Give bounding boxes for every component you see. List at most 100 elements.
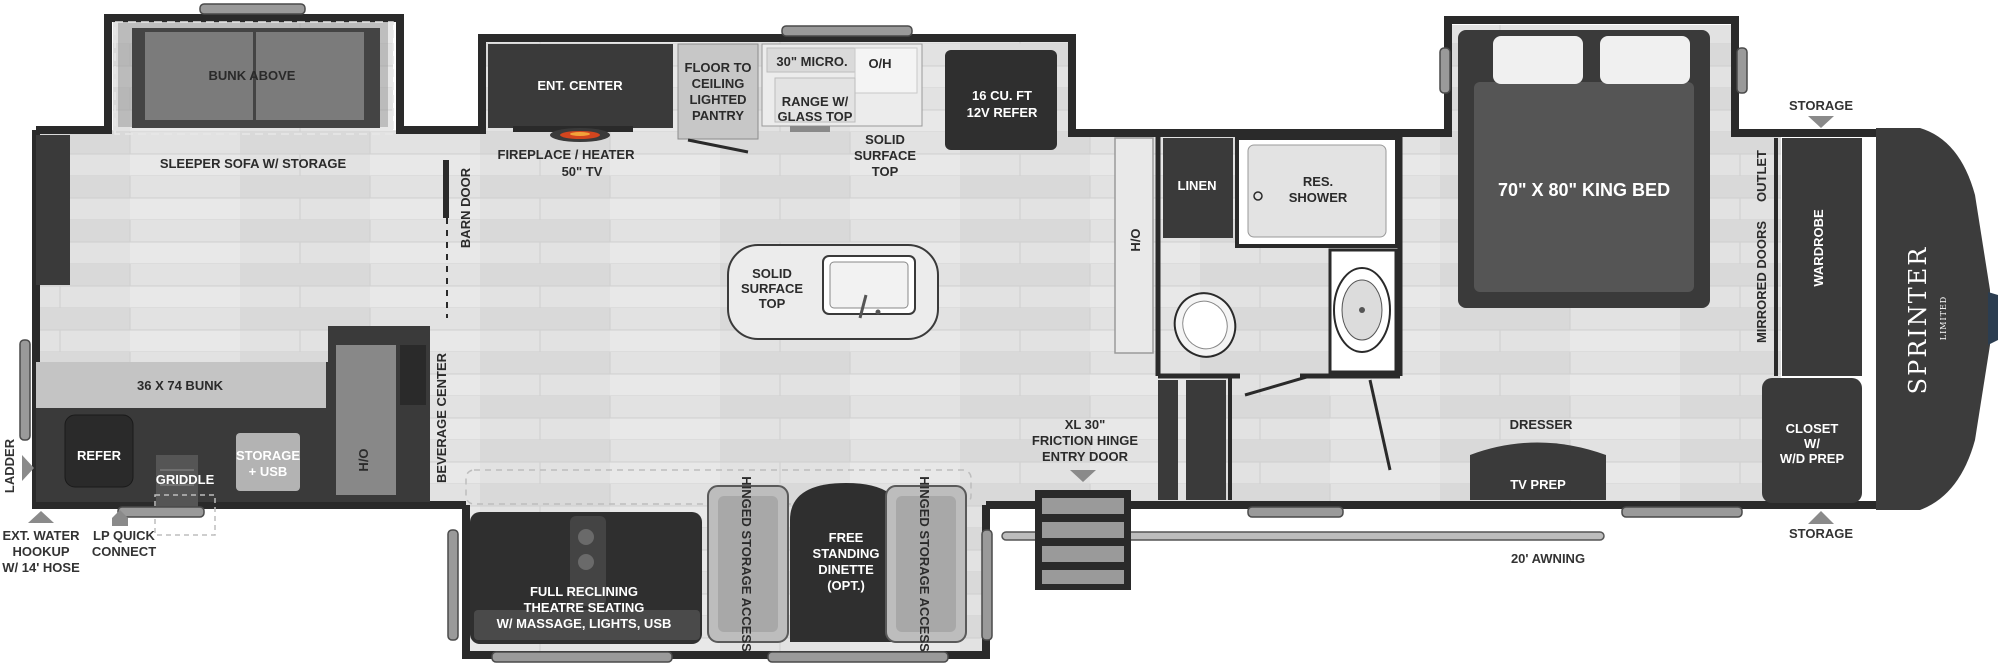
- pantry-label-3: LIGHTED: [689, 92, 746, 107]
- bunk-area: 36 X 74 BUNK REFER GRIDDLE STORAGE + USB: [36, 362, 328, 536]
- ladder-label: LADDER: [2, 438, 17, 493]
- entertainment-center: ENT. CENTER: [488, 44, 673, 142]
- pillow-icon: [1493, 36, 1583, 84]
- water-label-1: EXT. WATER: [2, 528, 80, 543]
- hinged-right-label: HINGED STORAGE ACCESS: [917, 476, 932, 652]
- wardrobe-label: WARDROBE: [1811, 209, 1826, 287]
- linen-label: LINEN: [1178, 178, 1217, 193]
- refer-label-1: 16 CU. FT: [972, 88, 1032, 103]
- front-cap: SPRINTER LIMITED: [1876, 128, 1998, 510]
- pantry-label-4: PANTRY: [692, 108, 744, 123]
- kitchen-counter: 30" MICRO. O/H RANGE W/ GLASS TOP: [761, 43, 923, 132]
- pantry: FLOOR TO CEILING LIGHTED PANTRY: [677, 43, 759, 154]
- water-label-2: HOOKUP: [12, 544, 69, 559]
- bunk-36-label: 36 X 74 BUNK: [137, 378, 224, 393]
- dinette-label-4: (OPT.): [827, 578, 865, 593]
- entry-door-label-1: XL 30": [1065, 417, 1106, 432]
- wardrobe: WARDROBE OUTLET MIRRORED DOORS: [1754, 138, 1862, 376]
- triangle-arrow-icon: [22, 455, 34, 481]
- entry-door-label-3: ENTRY DOOR: [1042, 449, 1129, 464]
- front-wall-cabinet: [36, 135, 70, 285]
- triangle-arrow-icon: [1808, 116, 1834, 128]
- solid-top-label-1: SOLID: [865, 132, 905, 147]
- triangle-arrow-icon: [1808, 511, 1834, 524]
- island-label-1: SOLID: [752, 266, 792, 281]
- pantry-label-2: CEILING: [692, 76, 745, 91]
- shower-label-1: RES.: [1303, 174, 1333, 189]
- hall-cabinets: [1158, 376, 1232, 500]
- pantry-label-1: FLOOR TO: [685, 60, 752, 75]
- bathroom: LINEN RES. SHOWER: [1155, 136, 1403, 471]
- fireplace-label-2: 50" TV: [562, 164, 603, 179]
- closet-wd-prep: CLOSET W/ W/D PREP: [1762, 378, 1862, 503]
- bunk-slide-trim: [117, 506, 205, 518]
- fireplace-flame-icon: [513, 126, 633, 142]
- king-bed-label: 70" X 80" KING BED: [1498, 180, 1670, 200]
- solid-top-label-2: SURFACE: [854, 148, 916, 163]
- bunk-overhead: H/O: [328, 326, 430, 502]
- water-label-3: W/ 14' HOSE: [2, 560, 80, 575]
- dinette-label-2: STANDING: [813, 546, 880, 561]
- island-label-2: SURFACE: [741, 281, 803, 296]
- triangle-arrow-icon: [28, 511, 54, 523]
- refer-label-2: 12V REFER: [967, 105, 1038, 120]
- awning-bar: [1001, 531, 1605, 541]
- theatre-label-1: FULL RECLINING: [530, 584, 638, 599]
- range-label-2: GLASS TOP: [778, 109, 853, 124]
- sleeper-sofa-label: SLEEPER SOFA W/ STORAGE: [160, 156, 347, 171]
- ent-center-label: ENT. CENTER: [537, 78, 623, 93]
- fireplace-label-1: FIREPLACE / HEATER: [498, 147, 636, 162]
- storage-bottom-label: STORAGE: [1789, 526, 1853, 541]
- awning-label: 20' AWNING: [1511, 551, 1585, 566]
- triangle-arrow-icon: [112, 510, 128, 526]
- tv-prep-label: TV PREP: [1510, 477, 1566, 492]
- triangle-arrow-icon: [1070, 470, 1096, 482]
- toilet-icon: [1173, 292, 1237, 358]
- hall-overhead: H/O: [1114, 137, 1154, 354]
- theatre-slide: FULL RECLINING THEATRE SEATING W/ MASSAG…: [465, 469, 972, 652]
- shower-label-2: SHOWER: [1289, 190, 1348, 205]
- refrigerator: 16 CU. FT 12V REFER: [945, 50, 1057, 150]
- ho-bunk-label: H/O: [356, 448, 371, 471]
- ho-hall-label: H/O: [1128, 228, 1143, 251]
- dinette-label-3: DINETTE: [818, 562, 874, 577]
- slide-trim: [19, 3, 1748, 663]
- beverage-center-label: BEVERAGE CENTER: [434, 352, 449, 483]
- closet-label-1: CLOSET: [1786, 421, 1839, 436]
- sleeper-sofa: BUNK ABOVE: [114, 21, 394, 135]
- pillow-icon: [1600, 36, 1690, 84]
- refer-bunk-label: REFER: [77, 448, 122, 463]
- range-label-1: RANGE W/: [782, 94, 849, 109]
- island-label-3: TOP: [759, 296, 786, 311]
- tv-prep-dresser: TV PREP: [1470, 442, 1606, 500]
- storage-top-label: STORAGE: [1789, 98, 1853, 113]
- solid-top-label-3: TOP: [872, 164, 899, 179]
- barn-door-label: BARN DOOR: [458, 167, 473, 248]
- brand-sub-logo: LIMITED: [1939, 296, 1948, 340]
- barn-door: BARN DOOR: [443, 160, 473, 318]
- theatre-label-3: W/ MASSAGE, LIGHTS, USB: [497, 616, 672, 631]
- oh-kitchen-label: O/H: [868, 56, 891, 71]
- dinette-label-1: FREE: [829, 530, 864, 545]
- griddle-label: GRIDDLE: [156, 472, 215, 487]
- dresser-label: DRESSER: [1510, 417, 1573, 432]
- kitchen-island: SOLID SURFACE TOP: [727, 244, 939, 340]
- microwave-label: 30" MICRO.: [776, 54, 847, 69]
- storage-usb-label-1: STORAGE: [236, 448, 300, 463]
- entry-steps-icon: [1035, 490, 1131, 590]
- hinged-left-label: HINGED STORAGE ACCESS: [739, 476, 754, 652]
- brand-logo: SPRINTER: [1904, 246, 1932, 395]
- king-bed: 70" X 80" KING BED: [1458, 30, 1710, 308]
- lp-label-2: CONNECT: [92, 544, 156, 559]
- sink-icon: [829, 261, 909, 319]
- theatre-label-2: THEATRE SEATING: [524, 600, 645, 615]
- bunk-above-label: BUNK ABOVE: [209, 68, 296, 83]
- closet-label-2: W/: [1804, 436, 1820, 451]
- closet-label-3: W/D PREP: [1780, 451, 1845, 466]
- bathroom-sink-icon: [1333, 267, 1391, 353]
- lp-label-1: LP QUICK: [93, 528, 155, 543]
- storage-usb-label-2: + USB: [249, 464, 288, 479]
- entry-door-label-2: FRICTION HINGE: [1032, 433, 1138, 448]
